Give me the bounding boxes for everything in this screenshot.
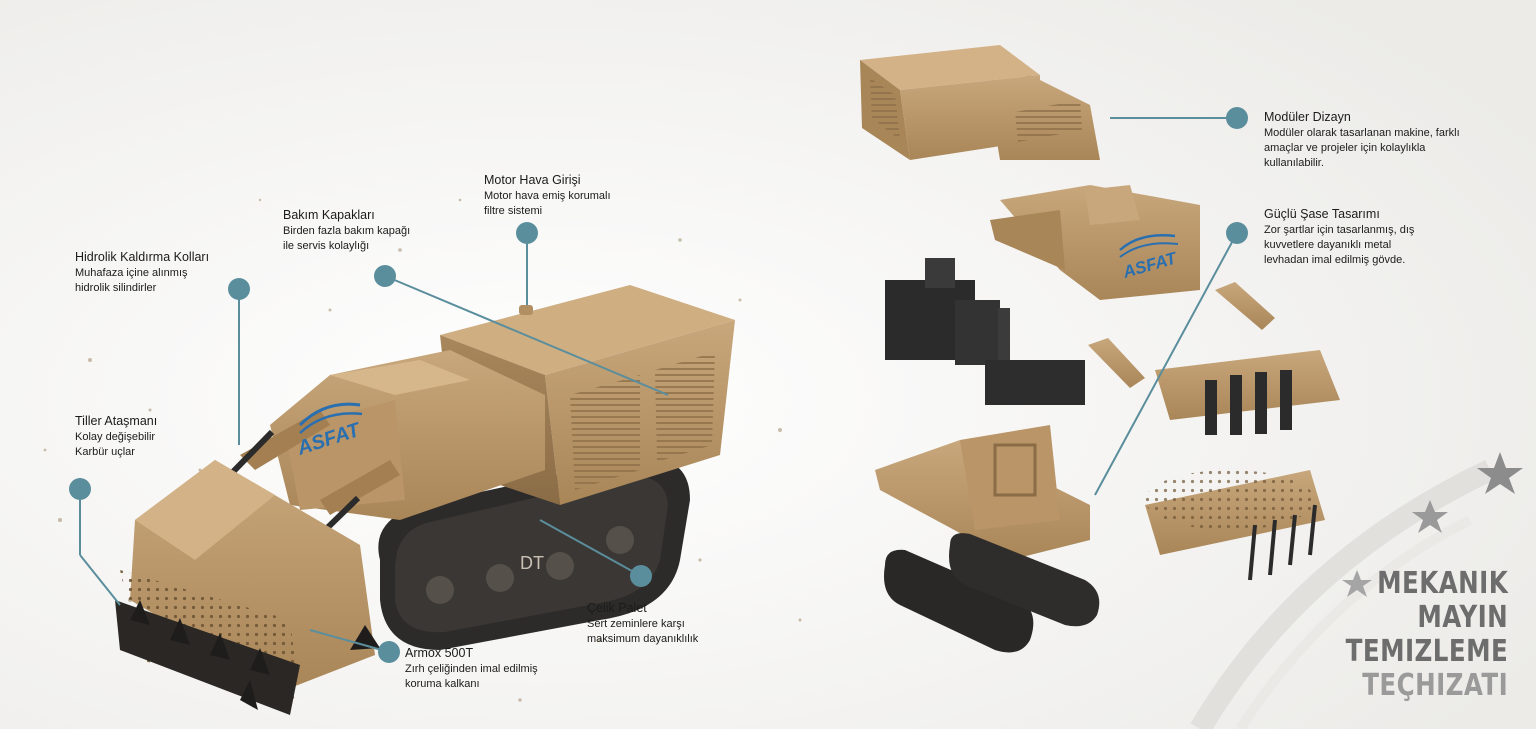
product-title-line: MAYIN	[1417, 600, 1508, 635]
callout-desc: hidrolik silindirler	[75, 282, 157, 294]
callout-title: Çelik Palet	[587, 601, 647, 615]
callout-dot-moduler	[1226, 107, 1248, 129]
callout-title: Motor Hava Girişi	[484, 173, 581, 187]
callout-desc: Muhafaza içine alınmış	[75, 267, 188, 279]
callout-desc: Karbür uçlar	[75, 446, 135, 458]
main-vehicle: ASFAT	[115, 285, 735, 715]
arm-parts	[1088, 282, 1275, 388]
callout-dot-motor	[516, 222, 538, 244]
product-title: MEKANIK MAYIN TEMIZLEME TEÇHIZATI	[1310, 567, 1508, 703]
product-title-line: TEÇHIZATI	[1362, 668, 1508, 703]
product-title-line: MEKANIK	[1376, 566, 1508, 601]
star-icon	[1342, 570, 1372, 597]
callout-desc: ile servis kolaylığı	[283, 240, 370, 252]
callout-dot-armox	[378, 641, 400, 663]
tiller-shield	[115, 460, 380, 715]
steel-track	[378, 458, 690, 650]
track-parts	[884, 533, 1100, 653]
callout-desc: Zor şartlar için tasarlanmış, dış	[1264, 224, 1415, 236]
callout-title: Hidrolik Kaldırma Kolları	[75, 250, 210, 264]
flail-attachment-part	[1145, 470, 1325, 581]
star-icon	[1412, 500, 1448, 533]
star-decoration	[1190, 452, 1523, 729]
callout-desc: Zırh çeliğinden imal edilmiş	[405, 663, 538, 675]
callout-celik: Çelik Palet Sert zeminlere karşı maksimu…	[587, 601, 698, 647]
callout-title: Güçlü Şase Tasarımı	[1264, 207, 1380, 221]
callout-dot-hidrolik	[228, 278, 250, 300]
callout-dot-bakim	[374, 265, 396, 287]
callout-desc: levhadan imal edilmiş gövde.	[1264, 254, 1406, 266]
callout-dot-celik	[630, 565, 652, 587]
tiller-attachment-part	[1155, 350, 1340, 435]
callout-dot-sase	[1226, 222, 1248, 244]
star-icon	[1477, 452, 1523, 494]
callout-armox: Armox 500T Zırh çeliğinden imal edilmiş …	[405, 646, 538, 692]
callout-desc: filtre sistemi	[484, 205, 543, 217]
callout-sase: Güçlü Şase Tasarımı Zor şartlar için tas…	[1264, 207, 1414, 268]
lower-chassis-part	[875, 425, 1090, 560]
callout-title: Armox 500T	[405, 646, 474, 660]
callout-dot-tiller	[69, 478, 91, 500]
callout-desc: Motor hava emiş korumalı	[484, 190, 611, 202]
engine-block-part	[885, 258, 1085, 405]
callout-desc: Sert zeminlere karşı	[587, 618, 685, 630]
chassis-frame-part: ASFAT	[990, 185, 1200, 300]
callout-desc: Kolay değişebilir	[75, 431, 156, 443]
callout-moduler: Modüler Dizayn Modüler olarak tasarlanan…	[1264, 110, 1460, 171]
exploded-view: ASFAT	[860, 45, 1340, 653]
callout-desc: kullanılabilir.	[1264, 157, 1324, 169]
callout-desc: koruma kalkanı	[405, 678, 480, 690]
callout-title: Modüler Dizayn	[1264, 110, 1351, 124]
callout-tiller: Tiller Ataşmanı Kolay değişebilir Karbür…	[75, 414, 157, 460]
callout-desc: Birden fazla bakım kapağı	[283, 225, 411, 237]
engine-cover-part	[860, 45, 1100, 160]
callout-desc: kuvvetlere dayanıklı metal	[1264, 239, 1392, 251]
callout-desc: maksimum dayanıklılık	[587, 633, 699, 645]
callout-connectors	[79, 117, 1238, 653]
watermark: DT	[520, 553, 544, 573]
callout-hidrolik: Hidrolik Kaldırma Kolları Muhafaza içine…	[75, 250, 209, 296]
callout-dots	[69, 107, 1248, 663]
callout-desc: amaçlar ve projeler için kolaylıkla	[1264, 142, 1426, 154]
callout-title: Bakım Kapakları	[283, 208, 375, 222]
callout-desc: Modüler olarak tasarlanan makine, farklı	[1264, 127, 1460, 139]
product-title-line: TEMIZLEME	[1345, 634, 1508, 669]
callout-bakim: Bakım Kapakları Birden fazla bakım kapağ…	[283, 208, 410, 254]
callout-title: Tiller Ataşmanı	[75, 414, 158, 428]
callout-motor: Motor Hava Girişi Motor hava emiş koruma…	[484, 173, 611, 219]
